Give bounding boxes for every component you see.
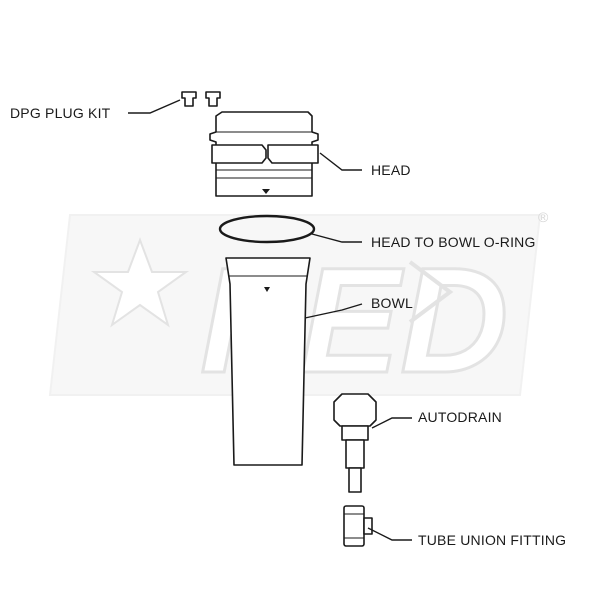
watermark-registered-mark: ® xyxy=(538,209,549,225)
bowl-part xyxy=(225,257,311,466)
head-to-bowl-oring-part xyxy=(218,214,316,244)
watermark-arrow-icon xyxy=(408,260,454,324)
label-bowl: BOWL xyxy=(371,295,413,311)
leader-dpg-plug-kit xyxy=(128,99,181,114)
leader-lines xyxy=(128,99,412,541)
tube-union-fitting-part xyxy=(343,505,373,547)
leader-head xyxy=(319,152,362,171)
label-head: HEAD xyxy=(371,162,411,178)
autodrain-part xyxy=(333,393,377,493)
label-head-to-bowl-oring: HEAD TO BOWL O-RING xyxy=(371,234,536,250)
head-part xyxy=(209,111,319,197)
watermark-star-icon xyxy=(90,237,190,328)
label-tube-union-fitting: TUBE UNION FITTING xyxy=(418,532,566,548)
leader-tube-union-fitting xyxy=(367,527,412,541)
leader-autodrain xyxy=(371,417,412,429)
dpg-plug-kit-part xyxy=(181,91,221,107)
leader-oring xyxy=(311,233,362,243)
label-autodrain: AUTODRAIN xyxy=(418,409,502,425)
leader-bowl xyxy=(304,303,363,319)
label-dpg-plug-kit: DPG PLUG KIT xyxy=(10,105,111,121)
